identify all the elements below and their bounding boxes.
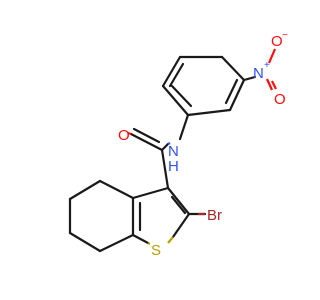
bond (228, 78, 246, 112)
charge-label-positive: + (264, 60, 270, 71)
bond (186, 108, 232, 117)
atom-label-sulfur: S (151, 242, 161, 259)
bond (68, 179, 102, 201)
bond (161, 55, 182, 88)
bond (220, 55, 246, 82)
atom-label-nitrogen: N (168, 143, 179, 160)
bond (167, 236, 174, 244)
bond (271, 80, 277, 90)
charge-label-negative: − (282, 30, 288, 41)
bond (131, 233, 150, 245)
bond (167, 142, 171, 145)
bond-group (68, 55, 257, 253)
atom-label-bromine: Br (207, 207, 222, 224)
molecule-svg: O N H N + O − O S Br (68, 30, 288, 259)
bond (127, 131, 132, 136)
bond (267, 48, 277, 64)
bond (265, 78, 274, 91)
bond (170, 84, 193, 108)
bond (147, 242, 151, 245)
molecule-structure-diagram: O N H N + O − O S Br (68, 30, 288, 259)
bond (171, 212, 191, 239)
bond (170, 195, 187, 215)
bond (224, 78, 239, 105)
atom-label-oxygen: O (118, 127, 130, 144)
bond (129, 132, 164, 152)
bond (160, 148, 170, 190)
bond (98, 179, 135, 200)
bond (166, 186, 191, 216)
bond (161, 84, 190, 117)
bond (178, 113, 190, 141)
bond (242, 75, 257, 82)
bond (168, 62, 185, 88)
bond (68, 231, 102, 253)
atom-label-hydrogen: H (168, 158, 179, 175)
bond (132, 127, 161, 144)
atom-label-nitrogen: N (253, 65, 264, 82)
bond (98, 233, 135, 253)
atom-label-oxygen: O (271, 33, 283, 50)
hetero-bond-group (127, 48, 277, 245)
bond (131, 186, 170, 200)
atom-labels: O N H N + O − O S Br (118, 30, 288, 259)
atom-label-oxygen: O (274, 91, 286, 108)
bond (160, 142, 170, 152)
